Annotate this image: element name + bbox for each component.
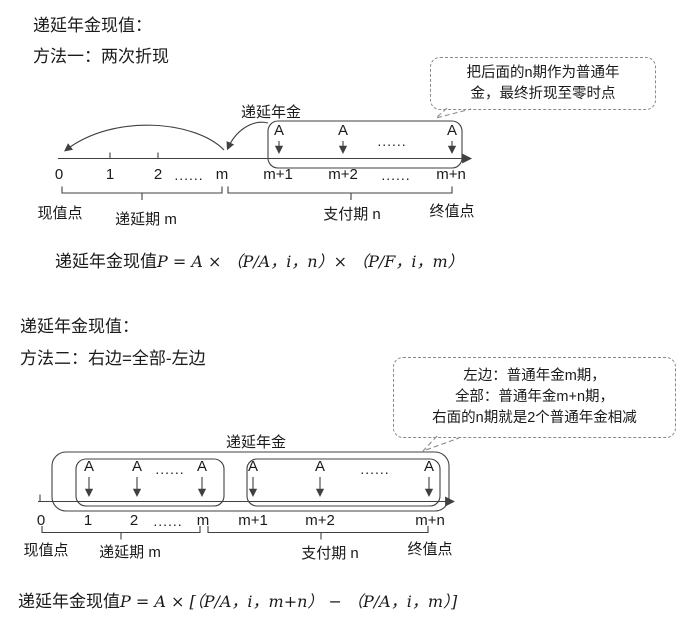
- tick-dots: ......: [381, 167, 411, 183]
- callout2-line2: 全部：普通年金m+n期，: [454, 389, 615, 405]
- payment-dots1: ......: [377, 133, 407, 149]
- pv-point-label2: 现值点: [23, 542, 69, 559]
- tick-2: 2: [129, 512, 139, 529]
- tick-dots: ......: [174, 167, 204, 183]
- payment-a: A: [247, 458, 259, 475]
- annuity-box2-right: [246, 458, 441, 507]
- callout2-line3: 右面的n期就是2个普通年金相减: [432, 410, 637, 426]
- tick-dots: ......: [153, 513, 183, 529]
- section2-method: 方法二：右边=全部-左边: [20, 349, 206, 368]
- tick-m: m: [196, 512, 210, 529]
- formula1-math: P = A × （P/A，i，n）× （P/F，i，m）: [157, 252, 464, 271]
- brackets1: [61, 186, 453, 200]
- tick-2: 2: [153, 166, 163, 183]
- tick-0: 0: [36, 512, 46, 529]
- formula1-label: 递延年金现值: [55, 252, 157, 271]
- tick-mn: m+n: [436, 166, 466, 183]
- formula2-math: P = A × [（P/A，i，m+n） − （P/A，i，m）]: [120, 592, 458, 611]
- tick-mn: m+n: [415, 512, 445, 529]
- callout1: 把后面的n期作为普通年 金，最终折现至零时点: [430, 57, 656, 110]
- fv-point-label2: 终值点: [407, 541, 453, 558]
- annuity-label1: 递延年金: [240, 104, 302, 121]
- payment-a: A: [273, 122, 285, 139]
- payment-a: A: [337, 122, 349, 139]
- callout1-line1: 把后面的n期作为普通年: [466, 64, 620, 81]
- tick-1: 1: [105, 166, 115, 183]
- callout2-tail: [422, 435, 460, 452]
- section2-title: 递延年金现值：: [20, 317, 139, 336]
- formula1: 递延年金现值P = A × （P/A，i，n）× （P/F，i，m）: [55, 247, 464, 272]
- tick-m2: m+2: [305, 512, 335, 529]
- callout1-line2: 金，最终折现至零时点: [470, 85, 616, 102]
- tick-m2: m+2: [328, 166, 358, 183]
- tick-m: m: [215, 166, 229, 183]
- tick-1: 1: [83, 512, 93, 529]
- payment-a: A: [83, 458, 95, 475]
- payment-a: A: [196, 458, 208, 475]
- payment-a: A: [131, 458, 143, 475]
- tick-0: 0: [54, 166, 64, 183]
- payment-a: A: [446, 122, 458, 139]
- timeline1-axis-ticks: [109, 152, 159, 159]
- formula2-label: 递延年金现值: [18, 592, 120, 611]
- defer-period-label1: 递延期 m: [115, 211, 177, 228]
- defer-period-label2: 递延期 m: [99, 544, 161, 561]
- pay-period-label1: 支付期 n: [323, 206, 381, 223]
- callout2-line1: 左边：普通年金m期，: [463, 368, 606, 384]
- discount-arc-m-to-0: [64, 124, 225, 152]
- payment-a: A: [314, 458, 326, 475]
- pv-point-label1: 现值点: [37, 205, 83, 222]
- section1-method: 方法一：两次折现: [33, 47, 169, 66]
- annuity-box1: [267, 120, 463, 169]
- payment-dots2: ......: [155, 461, 185, 477]
- brackets2: [41, 526, 429, 540]
- payment-dots2: ......: [360, 461, 390, 477]
- tick-m1: m+1: [263, 166, 293, 183]
- fv-point-label1: 终值点: [429, 203, 475, 220]
- section1-title: 递延年金现值：: [33, 16, 152, 35]
- annuity-label2: 递延年金: [225, 434, 287, 451]
- callout2: 左边：普通年金m期， 全部：普通年金m+n期， 右面的n期就是2个普通年金相减: [393, 357, 676, 438]
- discount-arc-box-to-m: [226, 121, 269, 151]
- formula2: 递延年金现值P = A × [（P/A，i，m+n） − （P/A，i，m）]: [18, 587, 457, 612]
- payment-arrows2: [84, 477, 434, 497]
- payment-a: A: [423, 458, 435, 475]
- pay-period-label2: 支付期 n: [301, 545, 359, 562]
- tick-m1: m+1: [238, 512, 268, 529]
- payment-arrows1: [274, 141, 457, 154]
